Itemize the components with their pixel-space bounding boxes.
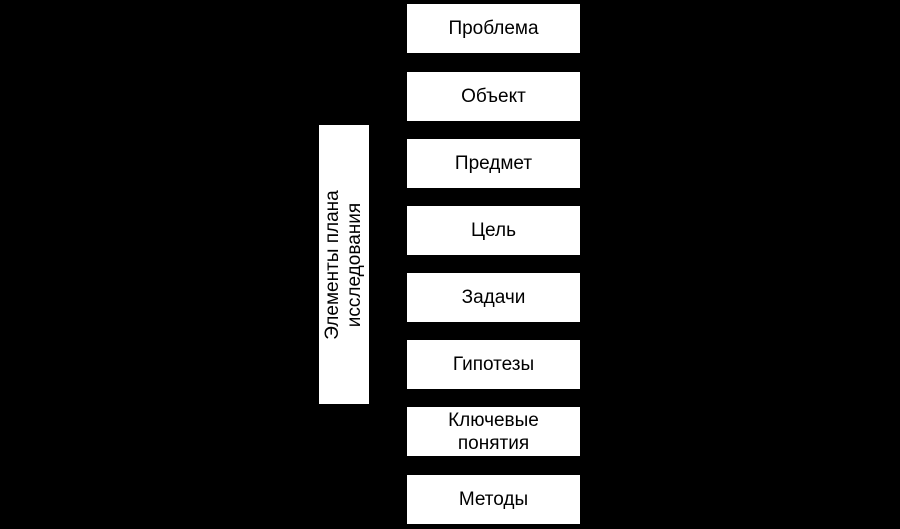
item-box-goal: Цель xyxy=(407,206,580,255)
item-box-methods: Методы xyxy=(407,475,580,524)
item-box-tasks: Задачи xyxy=(407,273,580,322)
item-label: Ключевые понятия xyxy=(448,409,539,454)
group-label-box: Элементы плана исследования xyxy=(319,125,369,404)
item-box-hypotheses: Гипотезы xyxy=(407,340,580,389)
item-box-problem: Проблема xyxy=(407,4,580,53)
item-box-key-concepts: Ключевые понятия xyxy=(407,407,580,456)
item-label: Объект xyxy=(461,86,526,107)
item-label: Задачи xyxy=(461,287,526,308)
item-box-subject: Предмет xyxy=(407,139,580,188)
item-label: Методы xyxy=(458,489,529,510)
group-label: Элементы плана исследования xyxy=(322,189,365,340)
item-box-object: Объект xyxy=(407,72,580,121)
item-label: Цель xyxy=(471,220,516,241)
item-label: Предмет xyxy=(454,153,533,174)
item-label: Гипотезы xyxy=(452,354,535,375)
item-label: Проблема xyxy=(448,18,539,39)
